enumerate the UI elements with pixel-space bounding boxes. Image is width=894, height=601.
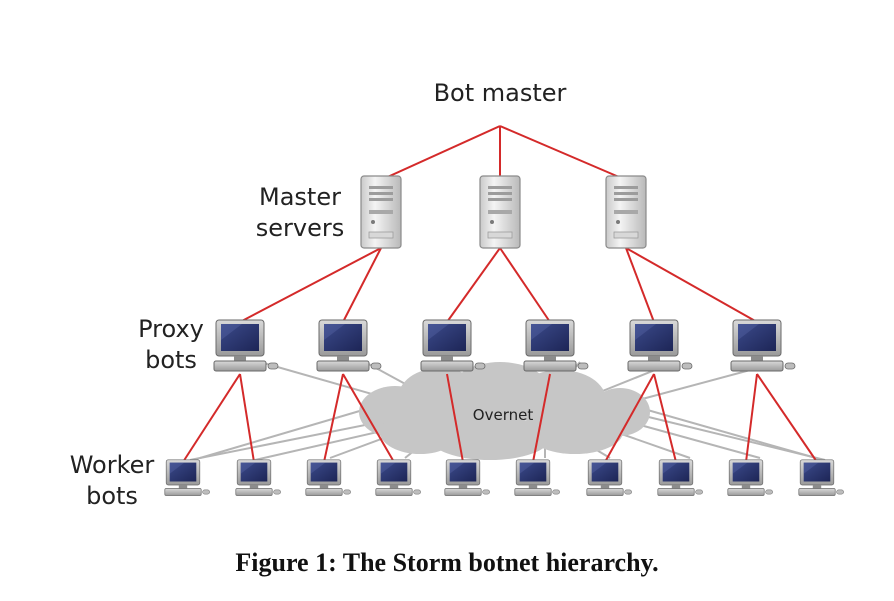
overnet-link (254, 427, 396, 461)
control-link (342, 247, 382, 323)
bot-master-label: Bot master (434, 79, 567, 107)
server-icon (605, 175, 647, 249)
overnet-link (199, 404, 381, 459)
control-link (446, 247, 501, 323)
control-link (446, 373, 464, 463)
control-link (380, 125, 501, 181)
computer-icon (523, 319, 589, 372)
control-link (239, 373, 255, 463)
overnet-link (629, 404, 831, 463)
control-link (532, 373, 551, 463)
control-link (756, 373, 818, 463)
control-link (499, 125, 627, 181)
control-link (625, 247, 758, 323)
computer-icon (798, 459, 844, 496)
overnet-label: Overnet (473, 406, 534, 424)
control-links (182, 125, 818, 463)
master-servers-label-line1: Master (259, 183, 341, 211)
computer-icon (164, 459, 210, 496)
control-link (604, 373, 655, 463)
control-link (745, 373, 758, 463)
computer-icon (444, 459, 490, 496)
control-link (182, 373, 241, 463)
overnet-link (189, 419, 391, 461)
control-link (239, 247, 382, 323)
computer-icon (627, 319, 693, 372)
computer-icon (316, 319, 382, 372)
computer-icon (657, 459, 703, 496)
worker-bots-label-line2: bots (86, 482, 138, 510)
server-icon (360, 175, 402, 249)
computer-icon (235, 459, 281, 496)
worker-bots-label-line1: Worker (70, 451, 155, 479)
computer-icon (420, 319, 486, 372)
control-link (625, 247, 655, 323)
figure-caption: Figure 1: The Storm botnet hierarchy. (235, 548, 659, 577)
overnet-links (189, 361, 831, 463)
proxy-bots-label-line2: bots (145, 346, 197, 374)
overnet-link (621, 419, 761, 459)
computer-icon (213, 319, 279, 372)
computer-icon (730, 319, 796, 372)
computer-icon (586, 459, 632, 496)
control-link (342, 373, 395, 463)
computer-icon (305, 459, 351, 496)
control-link (323, 373, 344, 463)
computer-icon (514, 459, 560, 496)
master-servers-label-line2: servers (256, 214, 344, 242)
overnet-cloud (359, 362, 650, 460)
server-icon (479, 175, 521, 249)
computer-icon (375, 459, 421, 496)
control-link (499, 247, 551, 323)
control-link (653, 373, 677, 463)
computer-icon (727, 459, 773, 496)
proxy-bots-label-line1: Proxy (138, 315, 204, 343)
